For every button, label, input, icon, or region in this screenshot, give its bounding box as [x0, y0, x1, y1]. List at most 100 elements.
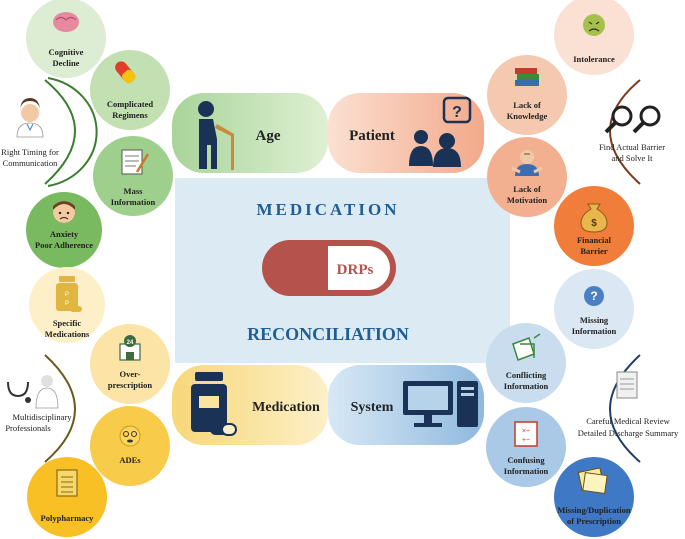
svg-text:Lack of: Lack of [513, 100, 541, 110]
drps-pill: DRPs [262, 240, 396, 296]
bubble-anxiety: Anxiety Poor Adherence [26, 192, 102, 268]
bubble-over-prescription: 24 Over- prescription [90, 324, 170, 404]
svg-text:Professionals: Professionals [5, 423, 50, 433]
bubble-ades: ADEs [90, 406, 170, 486]
worried-face-icon [53, 201, 75, 223]
capsule-icon [115, 61, 136, 84]
pharmacy-24-icon: 24 [119, 335, 141, 361]
notepad-icon [121, 149, 150, 175]
connector-arc-system [609, 354, 641, 463]
money-bag-icon: $ [580, 203, 608, 233]
svg-text:ADEs: ADEs [119, 455, 141, 465]
bubble-lack-motivation: Lack of Motivation [487, 137, 567, 217]
svg-text:Missing/Duplication: Missing/Duplication [557, 505, 630, 515]
books-icon [515, 68, 539, 86]
svg-text:Communication: Communication [3, 158, 59, 168]
system-box: System [328, 365, 484, 445]
sick-face-icon [583, 14, 605, 36]
svg-text:Conflicting: Conflicting [506, 370, 547, 380]
bubble-confusing-information: ×÷ +− Confusing Information [486, 407, 566, 487]
brain-icon [53, 12, 79, 32]
svg-text:Knowledge: Knowledge [507, 111, 548, 121]
svg-text:×÷: ×÷ [522, 428, 530, 435]
bubble-conflicting-information: Conflicting Information [486, 323, 566, 403]
svg-text:Motivation: Motivation [507, 195, 547, 205]
patient-box: Patient ? [328, 93, 484, 173]
connector-arc-patient [609, 79, 641, 185]
medication-box: Medication [172, 365, 328, 445]
connector-arc-age-curve [44, 79, 76, 185]
age-box: Age [172, 93, 328, 173]
shrugging-person-icon [511, 150, 543, 176]
elderly-person-icon [198, 101, 234, 170]
svg-text:Information: Information [111, 197, 156, 207]
svg-text:Over-: Over- [120, 369, 141, 379]
svg-text:Right Timing for: Right Timing for [1, 147, 59, 157]
svg-text:of Prescription: of Prescription [567, 516, 621, 526]
bubble-financial-barrier: $ Financial Barrier [554, 186, 634, 266]
bubble-intolerance: Intolerance [554, 0, 634, 75]
svg-text:Careful Medical Review: Careful Medical Review [586, 416, 670, 426]
svg-text:P: P [65, 292, 69, 298]
flip-document-icon [512, 333, 541, 361]
dizzy-face-icon [119, 425, 141, 447]
bubble-lack-knowledge: Lack of Knowledge [487, 55, 567, 135]
svg-text:Find Actual Barrier: Find Actual Barrier [599, 142, 665, 152]
patient-label: Patient [349, 128, 395, 144]
svg-text:Specific: Specific [53, 318, 82, 328]
drps-label: DRPs [337, 262, 374, 278]
right-timing-group: Right Timing for Communication [1, 98, 59, 168]
connector-arc-age [47, 77, 98, 187]
svg-text:Mass: Mass [124, 186, 144, 196]
svg-text:Lack of: Lack of [513, 184, 541, 194]
stacked-papers-icon [577, 467, 608, 495]
svg-text:Intolerance: Intolerance [573, 54, 615, 64]
svg-text:Financial: Financial [577, 235, 612, 245]
bubble-missing-information: ? Missing Information [554, 269, 634, 349]
magnifier-icon [604, 105, 661, 134]
title-medication: MEDICATION [256, 200, 399, 219]
question-circle-icon: ? [584, 286, 604, 306]
system-label: System [351, 400, 394, 415]
svg-text:Information: Information [504, 381, 549, 391]
document-icon [616, 371, 638, 399]
svg-text:Anxiety: Anxiety [50, 229, 79, 239]
bubble-polypharmacy: Polypharmacy [27, 457, 107, 537]
age-label: Age [256, 128, 281, 144]
svg-text:Information: Information [572, 326, 617, 336]
prescription-list-icon [56, 469, 78, 497]
svg-text:Poor Adherence: Poor Adherence [35, 240, 93, 250]
svg-text:Cognitive: Cognitive [49, 47, 84, 57]
medication-label: Medication [252, 400, 320, 415]
svg-text:and Solve It: and Solve It [611, 153, 653, 163]
svg-text:Missing: Missing [580, 315, 609, 325]
bubble-missing-duplication: Missing/Duplication of Prescription [554, 457, 634, 537]
svg-text:Polypharmacy: Polypharmacy [41, 513, 95, 523]
svg-text:Detailed Discharge Summary: Detailed Discharge Summary [578, 428, 679, 438]
connector-arc-medication [44, 354, 76, 463]
computer-icon [403, 381, 478, 427]
svg-text:24: 24 [127, 340, 134, 346]
svg-text:Multidisciplinary: Multidisciplinary [12, 412, 72, 422]
svg-text:prescription: prescription [108, 380, 153, 390]
svg-text:Information: Information [504, 466, 549, 476]
bubble-complicated-regimens: Complicated Regimens [90, 50, 170, 130]
doctor-female-icon [16, 98, 44, 138]
pill-bottle-icon [191, 372, 237, 436]
svg-text:$: $ [591, 218, 597, 229]
svg-text:Complicated: Complicated [107, 99, 154, 109]
medicine-bottle-icon: P P [56, 276, 82, 312]
careful-review-group: Careful Medical Review Detailed Discharg… [578, 371, 679, 438]
svg-text:Confusing: Confusing [507, 455, 545, 465]
bubble-cognitive-decline: Cognitive Decline [26, 0, 106, 78]
svg-text:Decline: Decline [53, 58, 80, 68]
stethoscope-doctor-icon [7, 375, 59, 409]
svg-text:+−: +− [522, 437, 530, 444]
bubble-specific-medications: P P Specific Medications [29, 267, 105, 343]
bubble-mass-information: Mass Information [93, 136, 173, 216]
svg-text:Barrier: Barrier [580, 246, 608, 256]
svg-text:P: P [65, 301, 69, 307]
svg-text:Regimens: Regimens [112, 110, 148, 120]
svg-text:Medications: Medications [45, 329, 90, 339]
